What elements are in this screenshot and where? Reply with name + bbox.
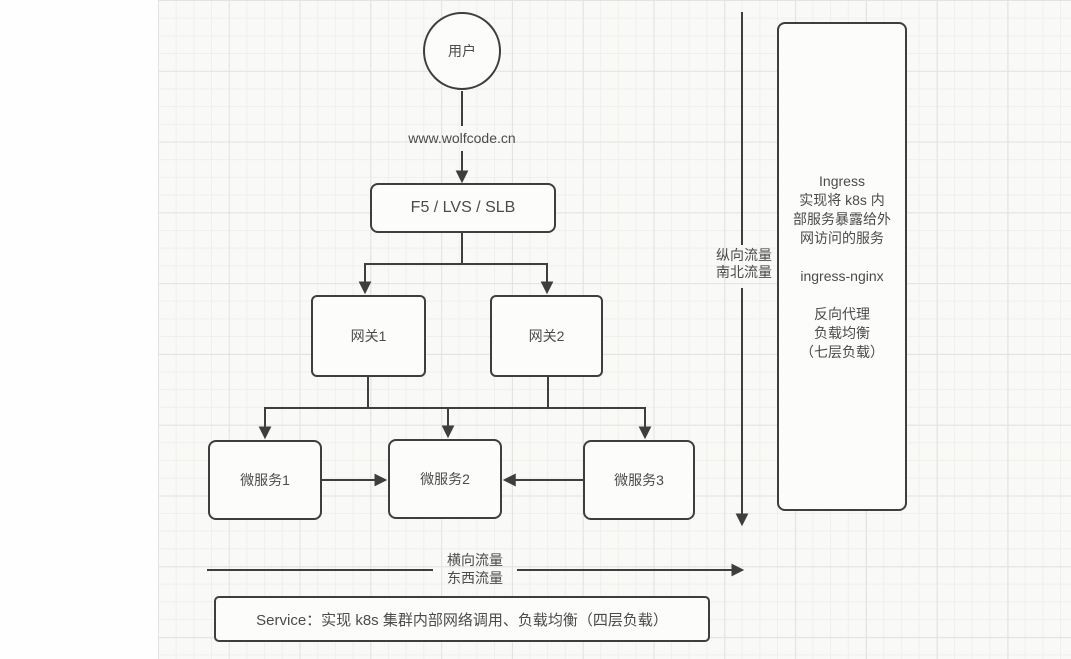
user-node-label: 用户 (448, 43, 476, 59)
gateway2-node-label: 网关2 (528, 328, 565, 344)
domain-label: www.wolfcode.cn (408, 130, 516, 146)
microservice3-node: 微服务3 (583, 440, 695, 520)
user-node: 用户 (423, 12, 501, 90)
service-note-text: Service：实现 k8s 集群内部网络调用、负载均衡（四层负载） (256, 611, 668, 629)
grid-background (158, 0, 1071, 659)
microservice1-node-label: 微服务1 (240, 472, 290, 488)
microservice2-node-label: 微服务2 (420, 471, 470, 487)
microservice2-node: 微服务2 (388, 439, 502, 519)
gateway2-node: 网关2 (490, 295, 603, 377)
gateway1-node-label: 网关1 (350, 328, 387, 344)
east-west-flow-label: 横向流量 东西流量 (447, 552, 503, 586)
loadbalancer-node-label: F5 / LVS / SLB (410, 199, 516, 216)
service-note-node: Service：实现 k8s 集群内部网络调用、负载均衡（四层负载） (214, 596, 710, 642)
ingress-note-node: Ingress 实现将 k8s 内 部服务暴露给外 网访问的服务 ingress… (777, 22, 907, 511)
microservice3-node-label: 微服务3 (614, 472, 664, 488)
gateway1-node: 网关1 (311, 295, 426, 377)
loadbalancer-node: F5 / LVS / SLB (370, 183, 556, 233)
ingress-note-text: Ingress 实现将 k8s 内 部服务暴露给外 网访问的服务 ingress… (793, 172, 891, 360)
north-south-flow-label: 纵向流量 南北流量 (716, 247, 772, 280)
microservice1-node: 微服务1 (208, 440, 322, 520)
